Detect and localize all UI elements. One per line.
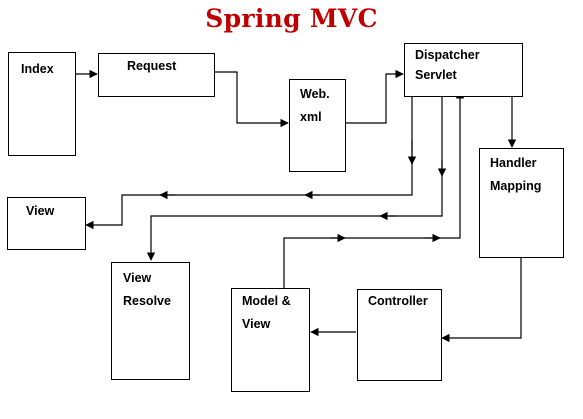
arrow-modelview-to-dispatcher [283,90,465,288]
arrow-webxml-to-dispatcher [346,69,404,124]
controller-box: Controller [357,289,442,381]
model-view-label: Model & View [242,294,291,331]
arrow-dispatcher-to-view [85,97,413,230]
dispatcher-servlet-label: Dispatcher Servlet [415,48,480,82]
model-view-box: Model & View [231,288,310,392]
handler-mapping-box: Handler Mapping [479,148,564,258]
index-label: Index [21,62,54,76]
view-box: View [7,197,86,250]
arrow-request-to-webxml [215,71,289,128]
arrow-handler-to-controller [441,258,522,343]
index-box: Index [8,52,76,156]
request-label: Request [127,59,177,73]
handler-mapping-label: Handler Mapping [490,156,542,193]
view-label: View [26,204,55,218]
webxml-label: Web. xml [300,87,330,124]
arrow-dispatcher-to-viewresolve [146,97,443,261]
dispatcher-servlet-box: Dispatcher Servlet [404,43,523,97]
controller-label: Controller [368,294,428,308]
view-resolve-label: View Resolve [123,271,171,308]
diagram-title: Spring MVC [205,4,378,33]
view-resolve-box: View Resolve [111,262,190,380]
webxml-box: Web. xml [289,79,346,172]
request-box: Request [98,53,215,97]
